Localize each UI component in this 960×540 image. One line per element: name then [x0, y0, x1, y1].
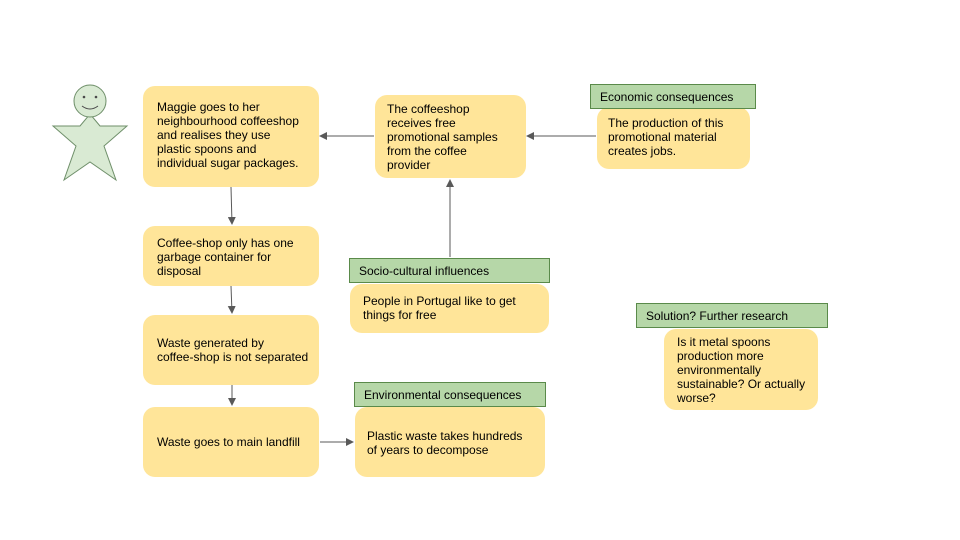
node-maggie: Maggie goes to her neighbourhood coffees…	[143, 86, 319, 187]
node-plastic-decompose: Plastic waste takes hundreds of years to…	[355, 407, 545, 477]
node-free-samples: The coffeeshop receives free promotional…	[375, 95, 526, 178]
label-environmental-consequences: Environmental consequences	[354, 382, 546, 407]
actor-person-icon	[51, 84, 129, 182]
actor-head	[73, 84, 107, 118]
arrow-garbage-to-waste	[227, 285, 236, 314]
label-solution-further-research: Solution? Further research	[636, 303, 828, 328]
node-jobs: The production of this promotional mater…	[597, 107, 750, 169]
node-main-landfill: Waste goes to main landfill	[143, 407, 319, 477]
node-metal-spoons: Is it metal spoons production more envir…	[664, 329, 818, 410]
label-socio-cultural-influences: Socio-cultural influences	[349, 258, 550, 283]
node-waste-not-separated: Waste generated by coffee-shop is not se…	[143, 315, 319, 385]
node-portugal-free: People in Portugal like to get things fo…	[350, 284, 549, 333]
node-garbage-container: Coffee-shop only has one garbage contain…	[143, 226, 319, 286]
label-economic-consequences: Economic consequences	[590, 84, 756, 109]
actor-right-eye	[94, 95, 98, 99]
actor-smile	[81, 105, 99, 110]
actor-star-body	[51, 113, 129, 182]
actor-left-eye	[82, 95, 86, 99]
arrow-maggie-to-garbage	[227, 186, 236, 225]
